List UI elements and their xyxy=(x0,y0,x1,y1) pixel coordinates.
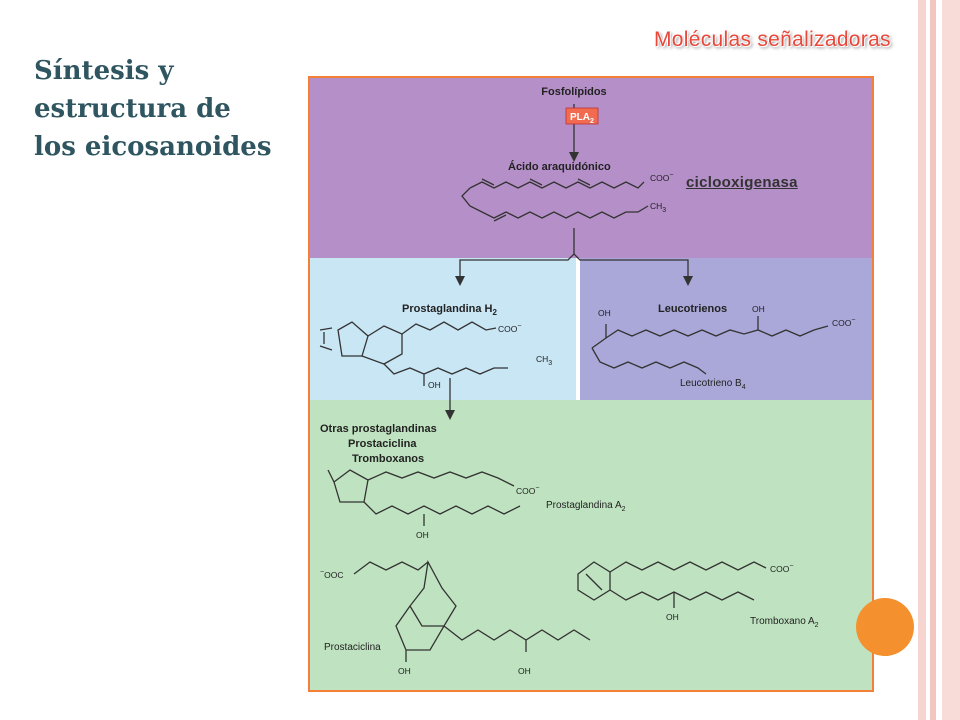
prostaglandin-a2-label: Prostaglandina A2 xyxy=(546,500,626,513)
thromboxane-a2-label: Tromboxano A2 xyxy=(750,616,819,629)
leukotriene-panel xyxy=(580,258,872,400)
pathway-diagram: Fosfolípidos PLA2 Ácido araquidónico COO… xyxy=(310,78,872,690)
pga2-keto xyxy=(327,469,335,483)
pga2-oh-label: OH xyxy=(416,530,429,540)
arrowhead xyxy=(455,276,465,286)
pga2-name-subscript: 2 xyxy=(622,506,626,513)
coo-superscript: − xyxy=(789,563,793,570)
txa2-name-text: Tromboxano A xyxy=(750,616,815,627)
leukotriene-b4-label: Leucotrieno B4 xyxy=(680,378,746,391)
pgh2-lower-chain xyxy=(383,363,508,375)
ch3-subscript: 3 xyxy=(548,360,552,367)
ooc-superscript: − xyxy=(320,569,324,576)
ch3-subscript: 3 xyxy=(662,207,666,214)
coo-superscript: − xyxy=(517,323,521,330)
prostaglandin-h2-title: Prostaglandina H2 xyxy=(402,303,497,317)
ltb4-name-subscript: 4 xyxy=(742,384,746,391)
branch-arrow-left xyxy=(459,228,575,280)
pla2-label: PLA2 xyxy=(570,112,594,125)
pgh2-cyclopentane-ring xyxy=(337,321,369,357)
pga2-coo-label: COO− xyxy=(516,485,539,496)
pga2-lower-chain xyxy=(363,501,521,515)
slide-topic-label: Moléculas señalizadoras xyxy=(654,28,891,51)
coo-superscript: − xyxy=(535,485,539,492)
ltb4-oh-label: OH xyxy=(752,304,765,314)
double-bond-marks xyxy=(481,178,591,222)
pgi-lower-chain xyxy=(443,625,591,641)
pga2-name-text: Prostaglandina A xyxy=(546,500,622,511)
prostacyclin-oh-label: OH xyxy=(518,666,531,676)
coo-text: COO xyxy=(516,486,536,496)
decorative-stripe xyxy=(942,0,960,720)
pgh2-upper-chain xyxy=(401,321,497,335)
arachidonic-coo-label: COO− xyxy=(650,172,673,183)
txa2-coo-label: COO− xyxy=(770,563,793,574)
pgh2-ch3-label: CH3 xyxy=(536,354,552,367)
other-prostanoids-panel xyxy=(310,400,872,690)
leukotrienes-title: Leucotrienos xyxy=(658,303,727,315)
pga2-ring xyxy=(333,469,369,503)
coo-superscript: − xyxy=(851,317,855,324)
coo-text: COO xyxy=(650,173,670,183)
ltb4-lower-chain xyxy=(591,347,707,375)
pla2-text: PLA xyxy=(570,112,590,123)
pgh2-title-text: Prostaglandina H xyxy=(402,303,493,315)
pgh2-coo-label: COO− xyxy=(498,323,521,334)
prostacyclin-heading: Prostaciclina xyxy=(348,438,417,450)
decorative-stripe xyxy=(930,0,936,720)
txa2-upper-chain xyxy=(609,561,767,573)
ch3-text: CH xyxy=(650,201,662,211)
slide-title-line: Síntesis y xyxy=(34,56,174,86)
txa2-name-subscript: 2 xyxy=(815,622,819,629)
txa2-lower-chain xyxy=(609,589,755,601)
coo-superscript: − xyxy=(669,172,673,179)
coo-text: COO xyxy=(832,318,852,328)
pla2-box xyxy=(565,107,599,125)
decorative-stripe xyxy=(918,0,926,720)
phospholipids-label: Fosfolípidos xyxy=(541,86,606,98)
arrowhead xyxy=(445,410,455,420)
pgh2-oh-label: OH xyxy=(428,380,441,390)
ltb4-name-text: Leucotrieno B xyxy=(680,378,742,389)
ltb4-oh-label: OH xyxy=(598,308,611,318)
branch-arrow-right xyxy=(573,253,689,280)
txa2-bridge xyxy=(585,573,603,591)
arachidonic-acid-label: Ácido araquidónico xyxy=(508,160,611,173)
eicosanoid-pathway-figure: Fosfolípidos PLA2 Ácido araquidónico COO… xyxy=(308,76,874,692)
arrowhead xyxy=(569,152,579,162)
prostacyclin-label: Prostaciclina xyxy=(324,642,381,653)
prostaglandin-h2-panel xyxy=(310,258,576,400)
pgh2-endoperoxide xyxy=(319,327,333,351)
ltb4-chain xyxy=(591,325,829,349)
pgi-upper-chain xyxy=(353,561,429,575)
txa2-oh-label: OH xyxy=(666,612,679,622)
pga2-upper-chain xyxy=(367,471,515,487)
thromboxanes-heading: Tromboxanos xyxy=(352,453,424,465)
other-prostaglandins-heading: Otras prostaglandinas xyxy=(320,423,437,435)
coo-text: COO xyxy=(770,564,790,574)
arrowhead xyxy=(683,276,693,286)
prostacyclin-ooc-label: −OOC xyxy=(320,569,343,580)
slide-title-line: los eicosanoides xyxy=(34,132,272,162)
prostacyclin-oh-label: OH xyxy=(398,666,411,676)
ooc-text: OOC xyxy=(324,570,343,580)
slide-title-line: estructura de xyxy=(34,94,231,124)
arachidonic-chain-lower xyxy=(461,187,649,219)
coo-text: COO xyxy=(498,324,518,334)
arachidonic-ch3-label: CH3 xyxy=(650,201,666,214)
arachidonic-chain-upper xyxy=(469,181,645,189)
slide-title: Síntesis y estructura de los eicosanoide… xyxy=(34,52,304,166)
ltb4-coo-label: COO− xyxy=(832,317,855,328)
decorative-orange-circle xyxy=(856,598,914,656)
ch3-text: CH xyxy=(536,354,548,364)
pgh2-peroxide-ring xyxy=(361,325,403,365)
pla2-subscript: 2 xyxy=(590,118,594,125)
pgi-furan-ring xyxy=(409,559,457,627)
cyclooxygenase-label: ciclooxigenasa xyxy=(686,174,798,191)
pgh2-title-subscript: 2 xyxy=(492,308,497,317)
